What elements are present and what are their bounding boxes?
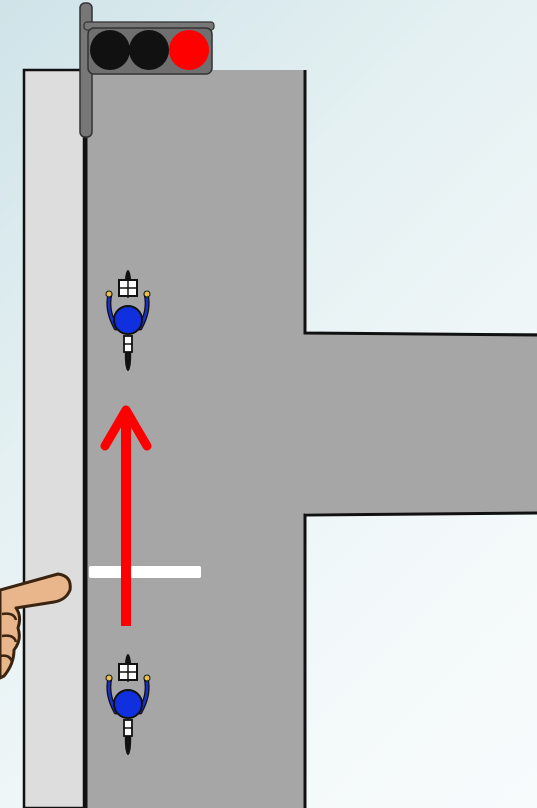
road-right-edge-lower [303, 511, 537, 808]
pointing-hand-icon [0, 572, 72, 680]
road [86, 70, 537, 808]
road-right-edge-upper [303, 70, 537, 337]
lamp-red-icon [169, 30, 209, 70]
direction-arrow [100, 405, 152, 626]
stop-line [89, 566, 201, 578]
sidewalk [22, 68, 86, 808]
lamp-off-2-icon [129, 30, 169, 70]
lamp-off-1-icon [90, 30, 130, 70]
traffic-light [79, 2, 215, 138]
